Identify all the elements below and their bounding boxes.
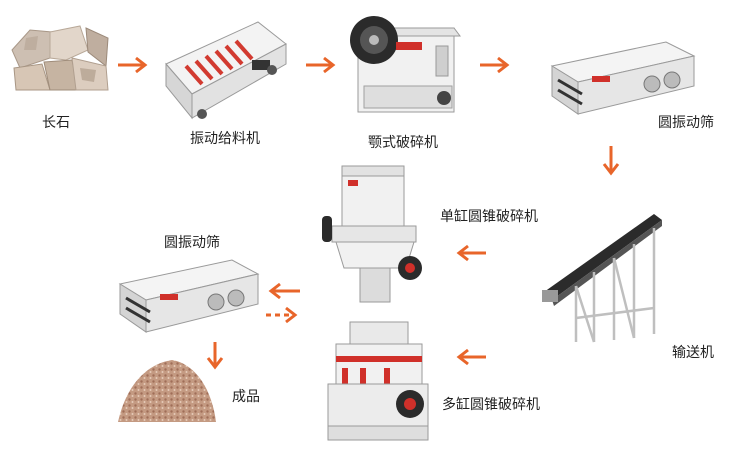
label-single-cone: 单缸圆锥破碎机 [440,209,538,225]
arrow-down-icon [206,340,224,374]
arrow-left-icon [452,244,488,262]
label-product: 成品 [232,389,260,405]
label-feldspar: 长石 [42,115,70,131]
arrow-right-icon [116,56,152,74]
label-jaw-crusher: 颚式破碎机 [368,135,438,151]
dashed-arrow-right-icon [264,306,302,324]
label-screen-1: 圆振动筛 [658,115,714,131]
single-cylinder-cone-crusher-image [318,160,432,306]
vibrating-screen-image [548,36,698,120]
feldspar-ore-image [10,20,110,92]
finished-product-image [116,356,218,426]
jaw-crusher-image [344,6,464,124]
label-screen-2: 圆振动筛 [164,235,220,251]
arrow-right-icon [478,56,514,74]
vibrating-feeder-image [162,14,290,124]
arrow-down-icon [602,144,620,180]
belt-conveyor-image [536,208,670,346]
arrow-right-icon [304,56,340,74]
arrow-left-icon [264,282,302,300]
label-conveyor: 输送机 [672,345,714,361]
arrow-left-icon [452,348,488,366]
label-multi-cone: 多缸圆锥破碎机 [442,397,540,413]
label-vibrating-feeder: 振动给料机 [190,131,260,147]
multi-cylinder-cone-crusher-image [322,318,434,444]
vibrating-screen-image [116,254,262,338]
